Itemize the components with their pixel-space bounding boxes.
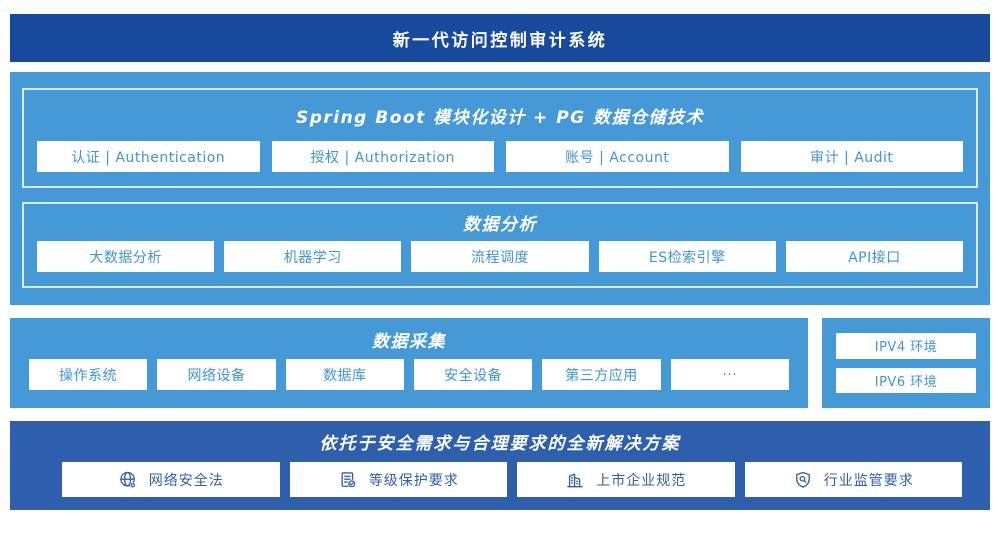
module-account: 账号 | Account: [506, 141, 729, 172]
module-authorization: 授权 | Authorization: [271, 141, 494, 172]
solution-section: 依托于安全需求与合理要求的全新解决方案 网络安全法: [10, 421, 990, 510]
analysis-workflow: 流程调度: [411, 241, 589, 272]
source-third-party-app: 第三方应用: [542, 359, 661, 390]
solution-item-label: 等级保护要求: [368, 472, 459, 489]
page-title: 新一代访问控制审计系统: [392, 30, 608, 51]
modules-row: 认证 | Authentication 授权 | Authorization 账…: [24, 141, 976, 186]
collection-section: 数据采集 操作系统 网络设备 数据库 安全设备 第三方应用 ···: [10, 318, 808, 408]
env-ipv6: IPV6 环境: [836, 367, 976, 393]
title-banner: 新一代访问控制审计系统: [10, 14, 990, 62]
environment-panel: IPV4 环境 IPV6 环境: [822, 318, 990, 408]
modules-group-title: Spring Boot 模块化设计 + PG 数据仓储技术: [295, 108, 705, 128]
source-more-ellipsis: ···: [670, 359, 789, 390]
solution-title: 依托于安全需求与合理要求的全新解决方案: [319, 434, 681, 454]
source-security-device: 安全设备: [413, 359, 533, 390]
solution-item-label: 上市企业规范: [596, 472, 687, 489]
analysis-api: API接口: [785, 241, 964, 272]
solution-row: 网络安全法 等级保护要求: [10, 462, 990, 510]
collection-title: 数据采集: [372, 332, 446, 352]
source-os: 操作系统: [29, 359, 148, 390]
solution-listed-company-standard: 上市企业规范: [517, 462, 735, 497]
globe-icon: [118, 470, 138, 490]
platform-section: Spring Boot 模块化设计 + PG 数据仓储技术 认证 | Authe…: [10, 72, 990, 305]
module-audit: 审计 | Audit: [740, 141, 963, 172]
shield-magnifier-icon: [793, 470, 813, 490]
analysis-row: 大数据分析 机器学习 流程调度 ES检索引擎 API接口: [24, 241, 976, 286]
source-network-device: 网络设备: [157, 359, 276, 390]
source-database: 数据库: [285, 359, 404, 390]
collection-band: 数据采集 操作系统 网络设备 数据库 安全设备 第三方应用 ··· IPV4 环…: [10, 318, 990, 408]
collection-row: 操作系统 网络设备 数据库 安全设备 第三方应用 ···: [10, 359, 808, 408]
env-ipv4: IPV4 环境: [836, 333, 976, 359]
analysis-bigdata: 大数据分析: [37, 241, 215, 272]
solution-classified-protection: 等级保护要求: [289, 462, 507, 497]
solution-item-label: 行业监管要求: [823, 472, 914, 489]
solution-industry-regulation: 行业监管要求: [744, 462, 962, 497]
analysis-es-search: ES检索引擎: [598, 241, 776, 272]
solution-cybersecurity-law: 网络安全法: [62, 462, 280, 497]
analysis-machine-learning: 机器学习: [224, 241, 402, 272]
analysis-group-title: 数据分析: [463, 215, 537, 235]
building-icon: [565, 470, 585, 490]
module-authentication: 认证 | Authentication: [37, 141, 260, 172]
solution-item-label: 网络安全法: [148, 472, 224, 489]
diagram-page: 新一代访问控制审计系统 Spring Boot 模块化设计 + PG 数据仓储技…: [0, 14, 1000, 543]
modules-group: Spring Boot 模块化设计 + PG 数据仓储技术 认证 | Authe…: [22, 88, 978, 188]
document-check-icon: [338, 470, 358, 490]
analysis-group: 数据分析 大数据分析 机器学习 流程调度 ES检索引擎 API接口: [22, 202, 978, 288]
